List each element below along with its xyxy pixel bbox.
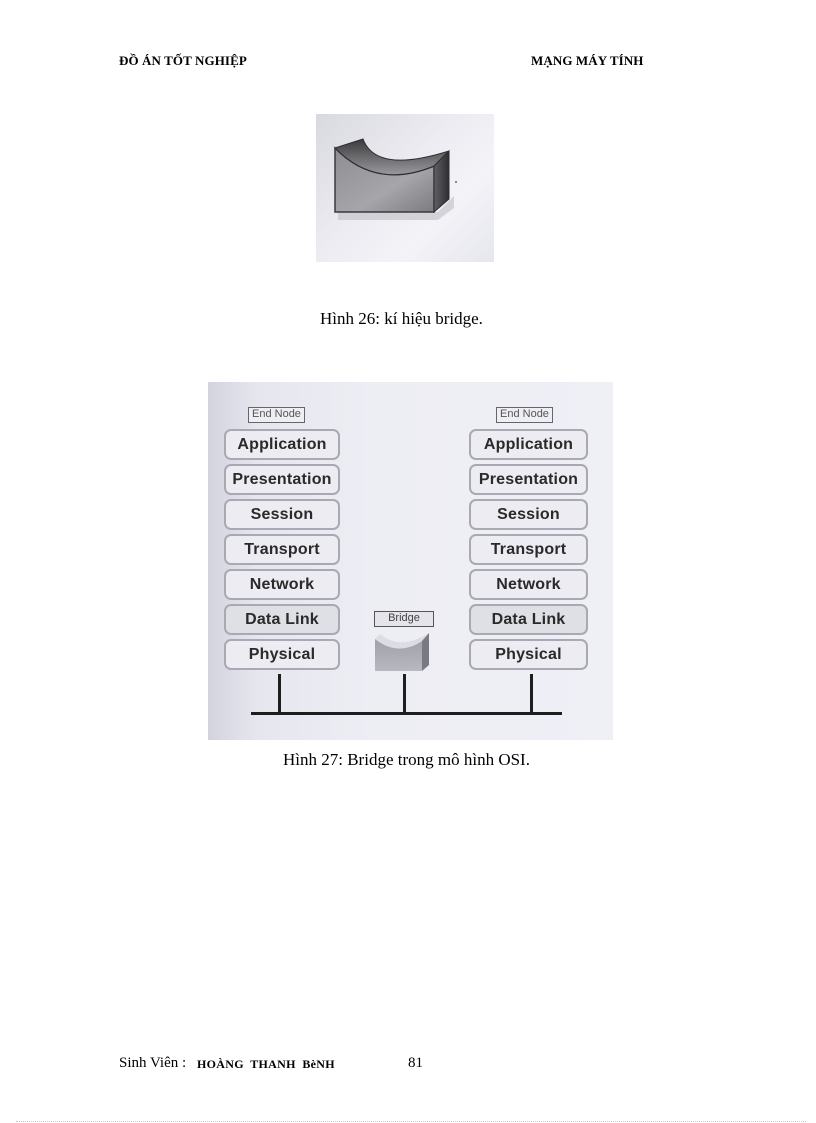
- bridge-symbol-icon: [334, 138, 457, 220]
- page-bottom-divider: [16, 1121, 806, 1122]
- header-right-title: MẠNG MÁY TÍNH: [531, 53, 644, 68]
- left-layer-transport: Transport: [224, 534, 340, 565]
- figure-27-osi-diagram: End Node Application Presentation Sessio…: [208, 382, 613, 740]
- page-number: 81: [408, 1055, 423, 1071]
- bridge-label: Bridge: [374, 611, 434, 627]
- header-left-title: ĐỒ ÁN TỐT NGHIỆP: [119, 53, 247, 68]
- left-layer-data-link: Data Link: [224, 604, 340, 635]
- footer-student-name: HOÀNG THANH BèNH: [197, 1057, 335, 1071]
- right-node-connector-line: [530, 674, 533, 714]
- right-layer-transport: Transport: [469, 534, 588, 565]
- right-layer-physical: Physical: [469, 639, 588, 670]
- left-layer-session: Session: [224, 499, 340, 530]
- left-end-node-label: End Node: [248, 407, 305, 423]
- right-layer-application: Application: [469, 429, 588, 460]
- right-layer-network: Network: [469, 569, 588, 600]
- left-layer-application: Application: [224, 429, 340, 460]
- right-layer-presentation: Presentation: [469, 464, 588, 495]
- network-bus-line: [251, 712, 562, 715]
- right-layer-data-link: Data Link: [469, 604, 588, 635]
- right-layer-session: Session: [469, 499, 588, 530]
- left-osi-stack: Application Presentation Session Transpo…: [224, 429, 340, 674]
- right-end-node-label: End Node: [496, 407, 553, 423]
- left-layer-network: Network: [224, 569, 340, 600]
- left-node-connector-line: [278, 674, 281, 714]
- bridge-device-icon: [375, 633, 429, 671]
- figure-27-caption: Hình 27: Bridge trong mô hình OSI.: [283, 750, 530, 769]
- bridge-connector-line: [403, 674, 406, 714]
- footer-student-label: Sinh Viên :: [119, 1055, 187, 1071]
- figure-26-caption: Hình 26: kí hiệu bridge.: [320, 309, 483, 328]
- figure-26-bridge-symbol-image: [316, 114, 494, 262]
- left-layer-presentation: Presentation: [224, 464, 340, 495]
- right-osi-stack: Application Presentation Session Transpo…: [469, 429, 588, 674]
- left-layer-physical: Physical: [224, 639, 340, 670]
